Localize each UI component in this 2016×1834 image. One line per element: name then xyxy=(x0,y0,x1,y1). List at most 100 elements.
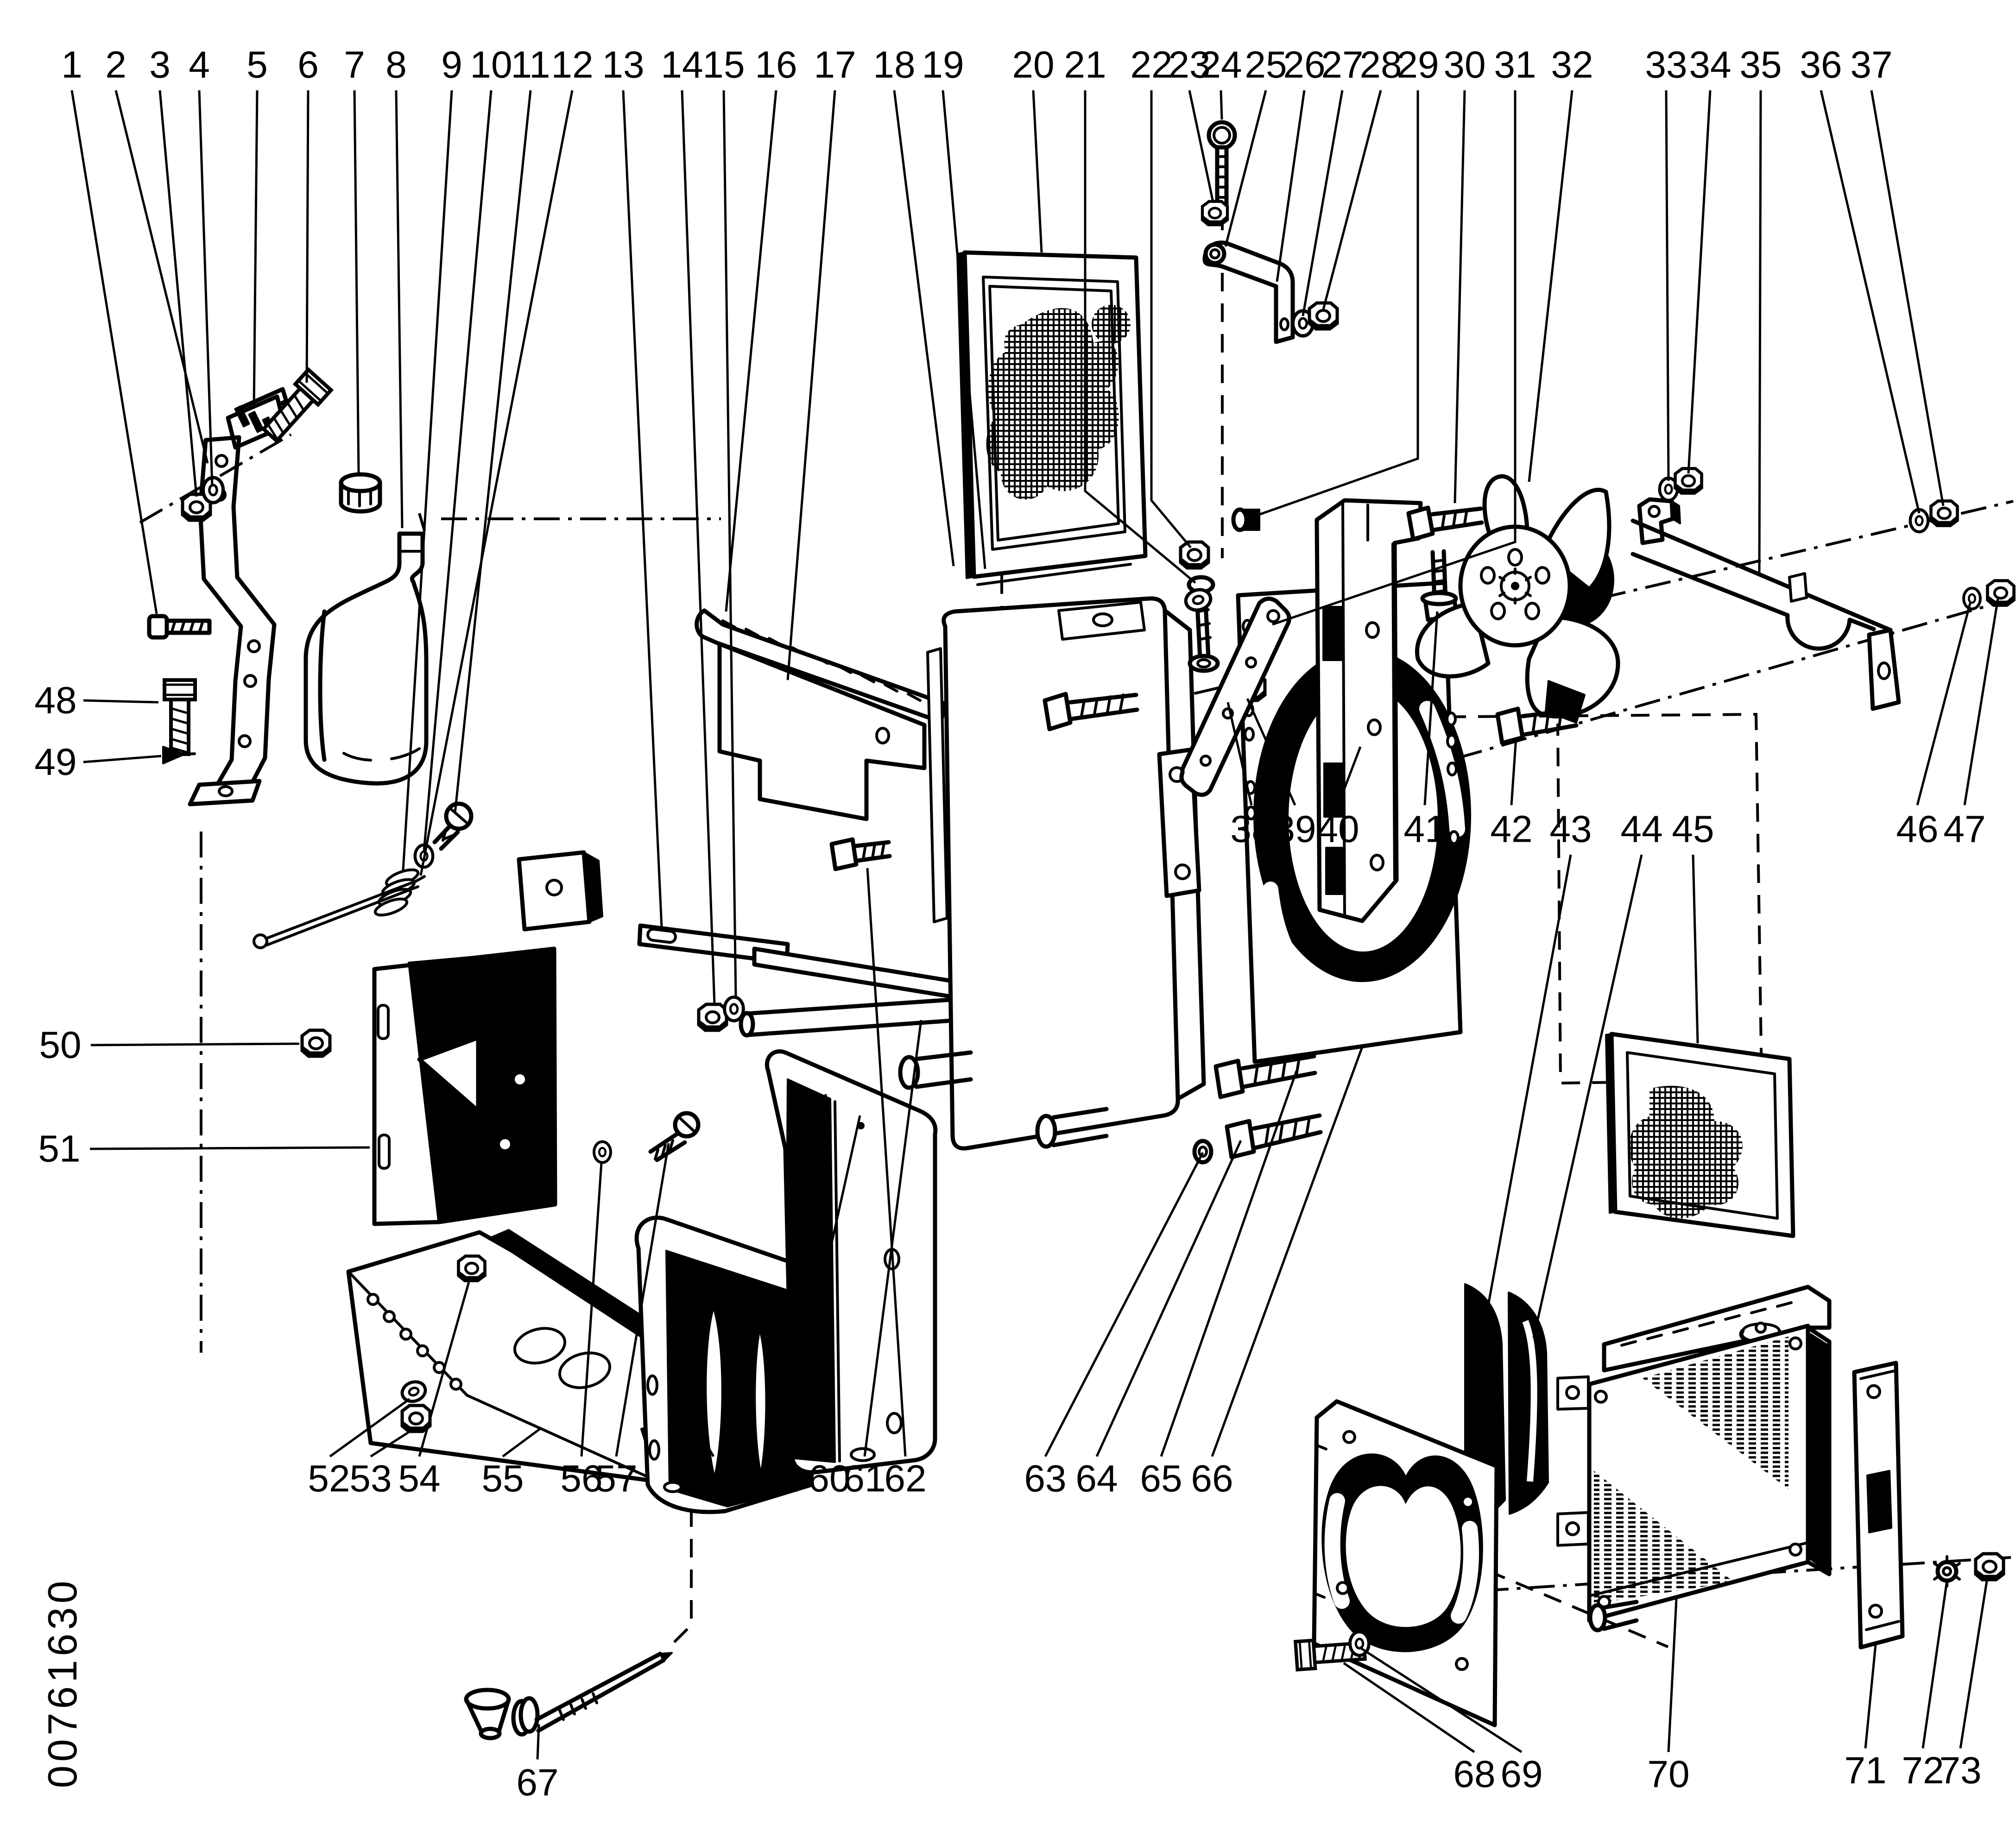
oil-cooler xyxy=(898,596,1206,1151)
callout-label-37: 37 xyxy=(1850,44,1892,86)
callout-label-68: 68 xyxy=(1453,1753,1495,1796)
leader-line-53 xyxy=(370,1427,415,1458)
leader-line-26 xyxy=(1276,90,1306,282)
leader-line-3 xyxy=(158,90,198,497)
mount-bolt-center xyxy=(829,837,892,871)
callout-label-58: 58 xyxy=(692,1458,734,1500)
leader-line-16 xyxy=(725,90,777,612)
callout-label-39: 39 xyxy=(1274,808,1316,851)
callout-label-31: 31 xyxy=(1494,44,1536,86)
leader-line-20 xyxy=(1032,90,1043,253)
u-bracket xyxy=(1202,240,1295,344)
mount-bracket-upright xyxy=(372,850,603,1226)
callout-label-12: 12 xyxy=(551,44,593,86)
cooling-fan xyxy=(1415,474,1620,724)
leader-line-14 xyxy=(681,90,716,1005)
callout-label-35: 35 xyxy=(1739,44,1782,86)
leader-line-43 xyxy=(1482,854,1572,1331)
leader-line-27 xyxy=(1302,90,1344,316)
callout-label-18: 18 xyxy=(873,44,915,86)
leader-line-30 xyxy=(1454,90,1466,504)
leader-line-58 xyxy=(696,1429,715,1457)
leader-line-66 xyxy=(1211,1046,1364,1457)
callout-label-6: 6 xyxy=(297,44,319,86)
callout-label-47: 47 xyxy=(1943,808,1985,851)
callout-label-5: 5 xyxy=(246,44,268,86)
callout-label-23: 23 xyxy=(1168,44,1210,86)
leader-line-50 xyxy=(90,1042,300,1046)
top-rail-bracket xyxy=(1630,518,1901,711)
callout-label-66: 66 xyxy=(1191,1458,1233,1500)
leader-line-69 xyxy=(1359,1646,1523,1753)
leader-line-4 xyxy=(198,90,214,487)
rail-nut xyxy=(699,1004,727,1030)
axis-line-top-left xyxy=(139,433,292,524)
leader-line-5 xyxy=(253,90,259,408)
leader-line-34 xyxy=(1687,90,1712,474)
callout-label-36: 36 xyxy=(1800,44,1842,86)
bolt-washer-small xyxy=(594,1142,611,1163)
cowl-hidden-edge xyxy=(671,1264,693,1645)
callout-label-71: 71 xyxy=(1844,1750,1886,1792)
leader-line-73 xyxy=(1959,1575,1989,1749)
callout-label-42: 42 xyxy=(1490,808,1532,851)
callout-label-13: 13 xyxy=(602,44,644,86)
callout-label-14: 14 xyxy=(661,44,703,86)
callout-label-61: 61 xyxy=(843,1458,885,1500)
leader-line-65 xyxy=(1160,1071,1298,1457)
callout-label-11: 11 xyxy=(511,44,550,86)
lower-nut-right xyxy=(1988,580,2014,605)
leader-line-29 xyxy=(1257,90,1419,517)
callout-label-2: 2 xyxy=(105,44,126,86)
leader-line-57 xyxy=(615,1143,670,1457)
callout-label-45: 45 xyxy=(1672,808,1714,851)
leader-line-11 xyxy=(454,90,532,813)
callout-label-20: 20 xyxy=(1012,44,1054,86)
grille-screen-upper xyxy=(956,250,1148,586)
leader-line-38 xyxy=(1226,702,1253,806)
leader-line-8 xyxy=(395,90,404,529)
leader-line-22 xyxy=(1150,90,1192,548)
mount-nut-upper xyxy=(1181,542,1208,568)
spring-clip xyxy=(162,746,196,764)
leader-line-51 xyxy=(89,1146,370,1150)
fan-lower-bolt xyxy=(1495,706,1579,745)
hold-down-bolt xyxy=(1207,120,1237,207)
callout-label-16: 16 xyxy=(755,44,797,86)
leader-line-19 xyxy=(942,90,986,569)
slotted-screw xyxy=(432,801,474,851)
leader-line-59 xyxy=(783,1115,861,1457)
leader-line-37 xyxy=(1870,90,1945,506)
document-number: 00761630 xyxy=(39,1577,85,1788)
tray-nut xyxy=(459,1256,485,1280)
callout-label-4: 4 xyxy=(189,44,210,86)
callout-label-51: 51 xyxy=(38,1128,80,1170)
small-bolt-angled xyxy=(648,1111,701,1162)
callout-label-65: 65 xyxy=(1140,1458,1182,1500)
leader-line-39 xyxy=(1246,698,1296,806)
callout-label-46: 46 xyxy=(1896,808,1938,851)
expansion-bottle xyxy=(303,531,429,786)
leader-line-1 xyxy=(70,90,158,614)
callout-label-29: 29 xyxy=(1397,44,1439,86)
callout-label-50: 50 xyxy=(39,1024,81,1066)
callout-label-15: 15 xyxy=(702,44,745,86)
filler-cap xyxy=(339,472,382,514)
leader-line-32 xyxy=(1528,90,1574,482)
callout-label-10: 10 xyxy=(470,44,512,86)
bracket-bolt xyxy=(164,680,195,754)
leader-line-24 xyxy=(1220,90,1223,120)
callout-label-73: 73 xyxy=(1939,1750,1981,1792)
leader-line-52 xyxy=(329,1398,411,1458)
leader-line-6 xyxy=(305,90,310,383)
side-bracket-small xyxy=(1637,497,1681,545)
callout-label-17: 17 xyxy=(814,44,856,86)
callout-label-41: 41 xyxy=(1403,808,1446,851)
cooler-lower-bolts xyxy=(1192,1054,1323,1165)
callout-label-38: 38 xyxy=(1230,808,1272,851)
fan-shroud-plate xyxy=(1312,1399,1499,1727)
fan-bolt-horizontal xyxy=(1406,505,1484,542)
callout-label-22: 22 xyxy=(1130,44,1172,86)
callout-label-8: 8 xyxy=(386,44,407,86)
callout-label-53: 53 xyxy=(349,1458,392,1500)
